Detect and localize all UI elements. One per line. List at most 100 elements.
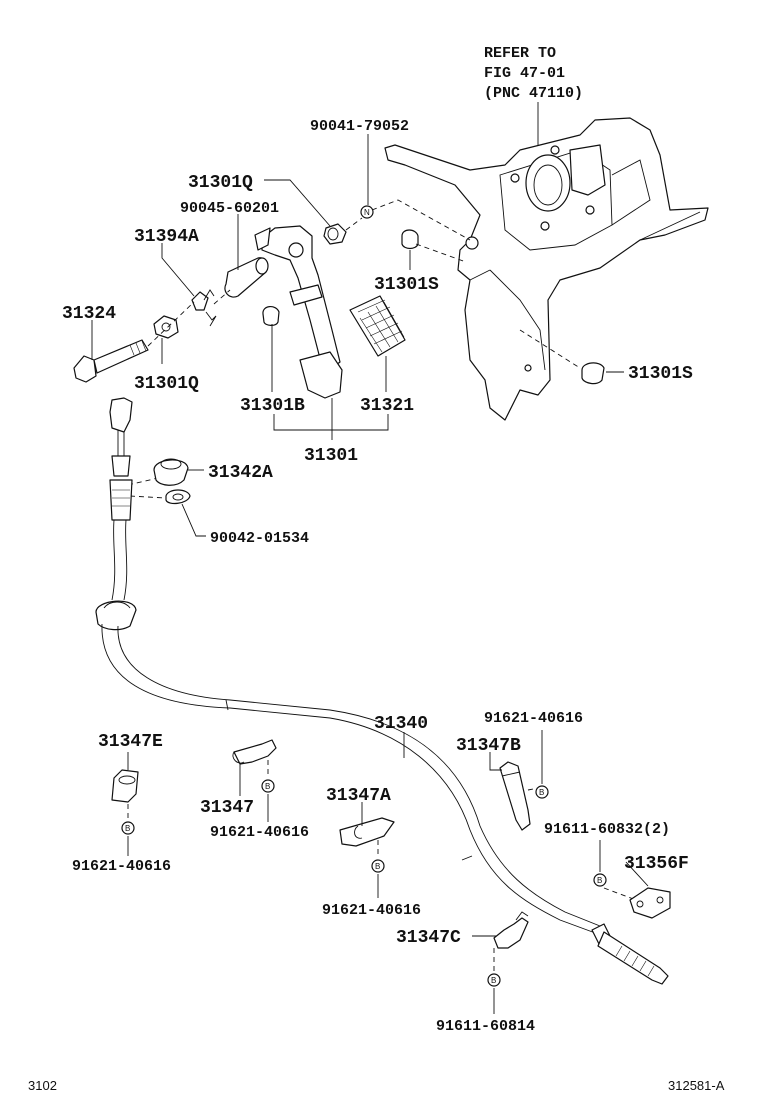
marker-b-2: B: [261, 779, 275, 793]
bracket-bolt-5: [524, 364, 532, 372]
marker-b-6: B: [487, 973, 501, 987]
part-90042-01534: [165, 489, 191, 505]
clamp-31347b: [499, 761, 531, 831]
dash-collar-n: [345, 217, 363, 231]
dash-bracket-plug: [519, 329, 581, 369]
label-31342a: 31342A: [208, 463, 273, 483]
footer-right-code: 312581-A: [668, 1078, 725, 1093]
marker-b-5: B: [593, 873, 607, 887]
bracket-hole-inner: [533, 164, 563, 206]
cable-rod: [117, 430, 125, 456]
bracket-31356f-hole-2: [656, 896, 664, 904]
bolt-head: [73, 355, 97, 383]
svg-text:B: B: [539, 788, 544, 797]
marker-n: N: [360, 205, 374, 219]
grommet-31342a: [153, 459, 189, 486]
clip-ring-hole: [172, 493, 184, 501]
dash-cable-clip: [129, 495, 167, 499]
bracket-edge-3: [611, 159, 651, 226]
label-31340: 31340: [374, 714, 428, 734]
clutch-cable: [95, 397, 669, 985]
bushing-31301s-mid: [401, 229, 419, 250]
label-31301q-top: 31301Q: [188, 173, 253, 193]
lead-31301q-top: [264, 179, 331, 227]
clamp-31347c: [493, 917, 529, 949]
svg-text:B: B: [491, 976, 496, 985]
marker-n-text: N: [364, 208, 370, 217]
label-31301s-mid: 31301S: [374, 275, 439, 295]
label-90045-60201: 90045-60201: [180, 200, 279, 217]
label-31347e: 31347E: [98, 732, 163, 752]
marker-b-3: B: [371, 859, 385, 873]
clutch-pedal-lever: [254, 225, 343, 399]
lead-31301-bracket: [273, 398, 389, 440]
clip-ring: [165, 489, 191, 505]
spring-coil: [191, 291, 209, 311]
bracket-hole-large: [525, 154, 571, 212]
nut-31301q-hole: [161, 322, 171, 332]
label-91611-60814: 91611-60814: [436, 1018, 535, 1035]
pedal-pivot: [288, 242, 304, 258]
bracket-bolt-3: [540, 221, 550, 231]
dash-n-pivot: [371, 199, 471, 241]
bracket-bolt-2: [550, 145, 560, 155]
svg-text:B: B: [125, 824, 130, 833]
label-31301b: 31301B: [240, 396, 305, 416]
cable-grommet-rim: [103, 601, 131, 609]
dash-bolt-spring: [147, 301, 195, 347]
bushing-cylinder-end: [255, 257, 269, 275]
cable-clevis: [109, 397, 133, 433]
label-91621-40616-a: 91621-40616: [484, 710, 583, 727]
spring-legs: [203, 289, 217, 327]
lead-31356f: [625, 861, 649, 887]
bracket-edge-2: [469, 269, 491, 281]
clamps: [111, 739, 671, 949]
bracket-31356f: [629, 887, 671, 919]
label-31347b: 31347B: [456, 736, 521, 756]
bracket-edge-4: [639, 211, 701, 241]
marker-b-1: B: [121, 821, 135, 835]
cable-end-thread: [615, 945, 655, 977]
part-31342a: [153, 458, 189, 486]
clamp-31347e-top: [118, 775, 136, 785]
bracket-edge-1: [489, 269, 546, 371]
clamp-31347c-tab: [515, 911, 529, 921]
dash-b-bolt: [527, 787, 539, 791]
cable-upper-run: [111, 519, 128, 601]
svg-text:B: B: [597, 876, 602, 885]
label-31301s-right: 31301S: [628, 364, 693, 384]
label-31394a: 31394A: [134, 227, 199, 247]
marker-n-circle: [360, 205, 374, 219]
dash-f-bolt: [603, 887, 637, 901]
clamp-31347a: [339, 817, 395, 847]
label-91621-40616-d: 91621-40616: [322, 902, 421, 919]
label-31324: 31324: [62, 304, 116, 324]
label-31347a: 31347A: [326, 786, 391, 806]
plug-31301s-right: [581, 362, 605, 385]
clamp-31347-loop: [232, 751, 245, 764]
marker-b-4: B: [535, 785, 549, 799]
cable-adjuster-thread: [112, 489, 130, 507]
bracket-pivot: [465, 236, 479, 250]
bracket-body: [384, 117, 709, 421]
bolt-31324: [73, 339, 149, 383]
cable-upper-sleeve: [111, 455, 131, 477]
cable-adjuster: [109, 479, 133, 521]
bracket-31356f-hole-1: [636, 900, 644, 908]
cable-markers: [225, 699, 473, 861]
clamp-31347b-detail: [501, 771, 521, 777]
svg-text:B: B: [265, 782, 270, 791]
pedal-pad: [349, 295, 406, 357]
refer-line-3: (PNC 47110): [484, 85, 583, 102]
refer-callout: REFER TO FIG 47-01 (PNC 47110): [484, 45, 583, 160]
label-31301q-bottom: 31301Q: [134, 374, 199, 394]
leader-lines: [91, 134, 649, 1014]
stopper-31301b: [262, 306, 280, 326]
grommet-31342a-top: [160, 458, 182, 470]
label-31321: 31321: [360, 396, 414, 416]
pedal-stop-tab: [289, 284, 323, 306]
refer-line-1: REFER TO: [484, 45, 556, 62]
bracket-pocket: [569, 144, 606, 196]
